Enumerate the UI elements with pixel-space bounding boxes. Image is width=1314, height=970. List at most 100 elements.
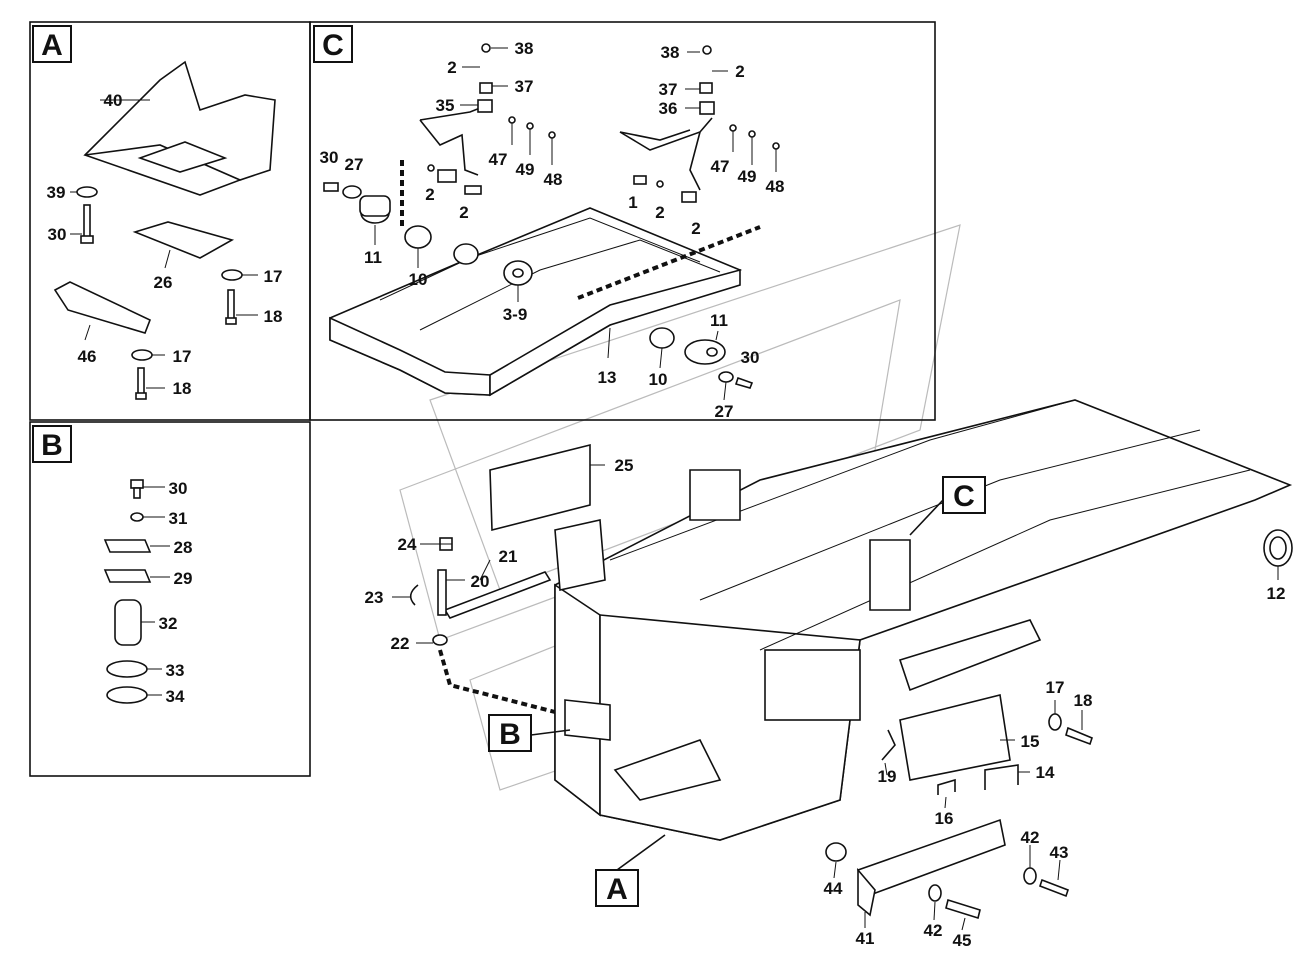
bushing-10b <box>649 327 675 349</box>
label-48a: 48 <box>544 170 563 189</box>
label-47a: 47 <box>489 150 508 169</box>
label-26: 26 <box>154 273 173 292</box>
label-14: 14 <box>1036 763 1055 782</box>
clip-14 <box>984 764 1019 790</box>
washer-17c <box>1048 713 1062 731</box>
lever-21 <box>443 571 552 619</box>
cover-26 <box>132 221 235 259</box>
washer-27a <box>342 185 362 199</box>
bushing-10a <box>404 225 432 249</box>
label-1: 1 <box>628 193 637 212</box>
label-38a: 38 <box>515 39 534 58</box>
label-23: 23 <box>365 588 384 607</box>
label-29: 29 <box>174 569 193 588</box>
clip-23 <box>409 584 419 606</box>
panel-a: A 40 39 30 26 17 18 46 17 18 <box>29 21 311 421</box>
washer-42b <box>928 884 942 902</box>
bolt-45 <box>945 898 981 920</box>
frame-13 <box>329 207 743 397</box>
callout-c: C <box>909 476 986 536</box>
washer-39 <box>76 186 98 198</box>
plate-29 <box>103 569 152 583</box>
label-45: 45 <box>953 931 972 950</box>
label-38b: 38 <box>661 43 680 62</box>
bolt-18c <box>1065 726 1093 746</box>
label-42a: 42 <box>1021 828 1040 847</box>
plate-46 <box>53 281 152 334</box>
clip-16 <box>937 778 956 795</box>
label-44: 44 <box>824 879 843 898</box>
washer-33 <box>106 660 148 678</box>
mount-post-front <box>554 519 606 591</box>
label-36: 36 <box>659 99 678 118</box>
bolt-30a <box>323 182 339 192</box>
bushing-11b <box>684 339 726 365</box>
main-frame <box>554 399 1293 841</box>
panel-c: C <box>309 21 936 421</box>
label-22: 22 <box>391 634 410 653</box>
callout-a: A <box>595 834 666 907</box>
shield-15 <box>899 694 1011 781</box>
ring-12 <box>1263 529 1293 567</box>
label-17: 17 <box>264 267 283 286</box>
fittings-47-49-48 <box>508 116 780 150</box>
label-27a: 27 <box>345 155 364 174</box>
bolt-30c <box>734 376 754 389</box>
label-42b: 42 <box>924 921 943 940</box>
step-bar <box>898 619 1042 692</box>
plate-28 <box>103 539 152 553</box>
label-46: 46 <box>78 347 97 366</box>
label-30a: 30 <box>320 148 339 167</box>
label-18b: 18 <box>173 379 192 398</box>
label-11a: 11 <box>364 248 382 267</box>
svg-text:C: C <box>953 480 975 513</box>
label-24: 24 <box>398 535 417 554</box>
pin-20 <box>437 569 447 616</box>
label-2a: 2 <box>447 58 456 77</box>
label-27b: 27 <box>715 402 734 421</box>
bolt-30 <box>80 204 94 244</box>
seat-plate <box>83 60 276 196</box>
label-18c: 18 <box>1074 691 1093 710</box>
callout-b: B <box>488 714 571 752</box>
washer-42a <box>1023 867 1037 885</box>
panel-a-letter: A <box>41 29 63 62</box>
bolt-18b <box>135 367 147 400</box>
cover-25 <box>489 443 591 532</box>
label-30b: 30 <box>169 479 188 498</box>
mount-post-left <box>689 469 741 521</box>
label-41: 41 <box>856 929 875 948</box>
label-30c: 30 <box>741 348 760 367</box>
washer-22 <box>432 634 448 646</box>
panel-c-letter: C <box>322 29 344 62</box>
label-47b: 47 <box>711 157 730 176</box>
label-49b: 49 <box>738 167 757 186</box>
label-37b: 37 <box>659 80 678 99</box>
label-2f: 2 <box>691 219 700 238</box>
washer-34 <box>106 686 148 704</box>
label-2b: 2 <box>425 185 434 204</box>
grease-line-left <box>419 43 493 195</box>
washer-17b <box>131 349 153 361</box>
hinge-b <box>564 699 611 741</box>
label-17c: 17 <box>1046 678 1065 697</box>
panel-b: B 30 31 28 29 32 33 34 <box>29 421 311 777</box>
washer-17 <box>221 269 243 281</box>
label-39: 39 <box>47 183 66 202</box>
label-11b: 11 <box>710 311 728 330</box>
svg-text:A: A <box>606 873 628 906</box>
label-33: 33 <box>166 661 185 680</box>
mount-post-right <box>869 539 911 611</box>
label-12: 12 <box>1267 584 1286 603</box>
label-37a: 37 <box>515 77 534 96</box>
nut-44 <box>825 842 847 862</box>
label-30: 30 <box>48 225 67 244</box>
label-10b: 10 <box>649 370 668 389</box>
label-21: 21 <box>499 547 518 566</box>
bolt-30b <box>130 479 144 499</box>
washer-3-9 <box>503 260 533 286</box>
label-40: 40 <box>104 91 123 110</box>
washer-27b <box>718 371 734 383</box>
guard-41 <box>856 818 1006 917</box>
